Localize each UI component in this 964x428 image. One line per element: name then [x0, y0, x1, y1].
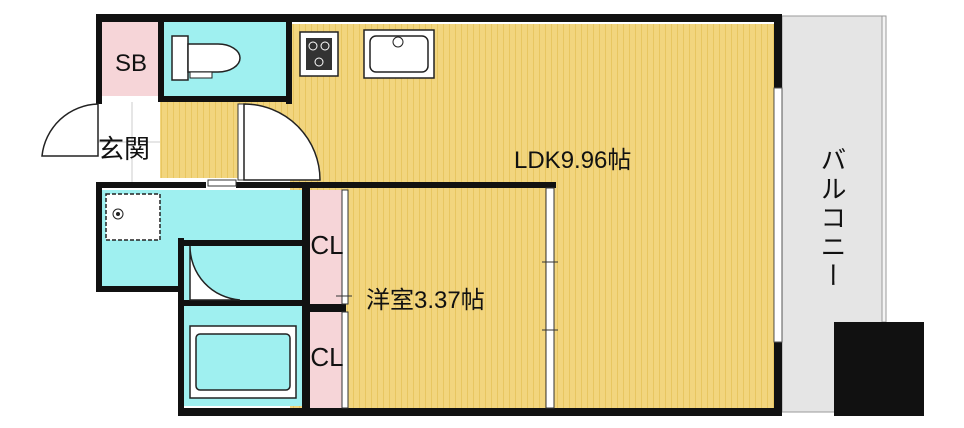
balcony-label: バルコニー	[817, 146, 847, 291]
bathtub-icon	[189, 325, 297, 399]
western-room-label: 洋室3.37帖	[366, 287, 485, 314]
ldk-label: LDK9.96帖	[514, 147, 631, 174]
stove-icon	[299, 31, 339, 77]
closet-upper-door	[341, 189, 349, 305]
western-room-floor	[346, 184, 552, 408]
toilet-icon	[171, 35, 241, 81]
closet-lower-label: CL	[310, 342, 343, 372]
washroom-door	[189, 245, 241, 301]
pillar-block	[834, 322, 924, 416]
closet-upper-floor	[310, 190, 344, 304]
sb-label: SB	[115, 50, 147, 77]
sb-floor	[102, 22, 160, 96]
closet-upper-label: CL	[310, 230, 343, 260]
corridor-door	[237, 103, 321, 181]
kitchen-sink-icon	[363, 29, 435, 79]
entrance-label: 玄関	[98, 134, 150, 164]
ldk-window	[773, 87, 783, 343]
entrance-floor	[98, 102, 160, 182]
closet-lower-floor	[310, 312, 344, 408]
western-room-sliding-door	[542, 187, 558, 409]
washing-machine-pan-icon	[105, 193, 161, 241]
balcony	[781, 15, 887, 413]
corridor-step	[207, 179, 237, 187]
entrance-door	[41, 103, 99, 157]
closet-lower-door	[341, 311, 349, 409]
